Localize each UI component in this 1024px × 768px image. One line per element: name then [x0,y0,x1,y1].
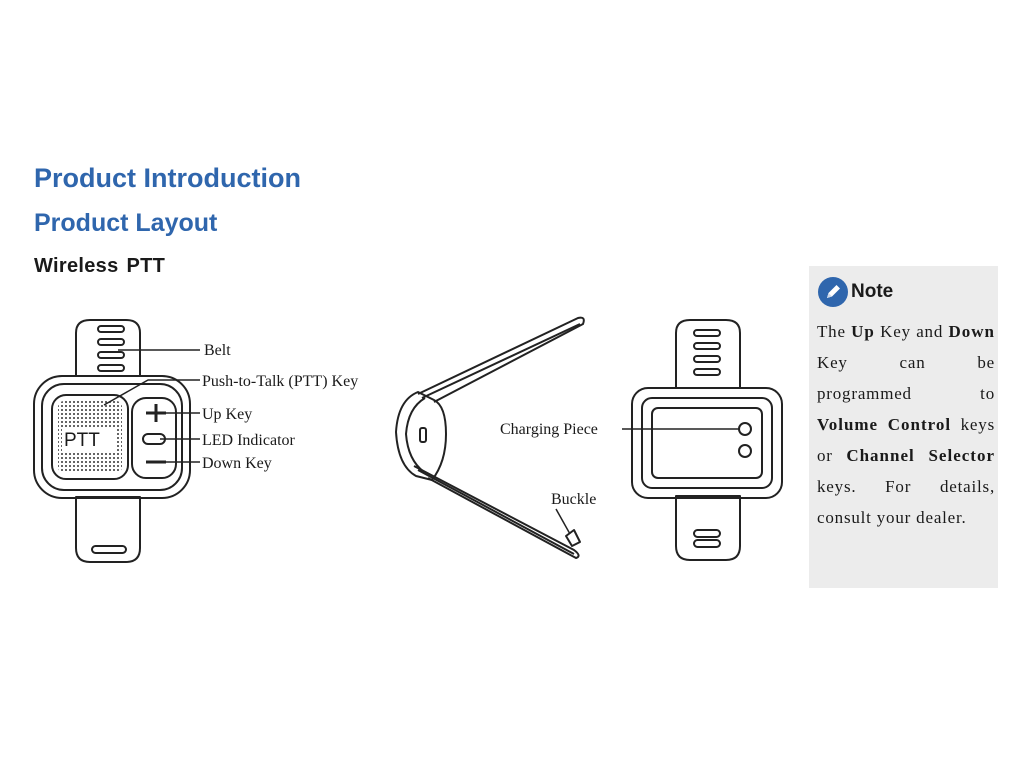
upper-strap [417,316,585,403]
note-box: Note The Up Key and Down Key can be prog… [809,266,998,588]
side-view [395,316,585,559]
page-title: Product Introduction [34,163,301,193]
device-name: Wireless PTT [34,255,165,278]
callout-belt: Belt [204,342,231,359]
callout-buckle: Buckle [551,491,596,508]
charging-contact-top [738,422,752,436]
belt-slot [693,329,721,337]
note-text-run: Key and [874,322,949,341]
callout-led-indicator: LED Indicator [202,432,296,449]
back-view [622,319,783,561]
section-subtitle: Product Layout [34,209,218,237]
lower-strap-inner [417,469,575,555]
device-side [395,391,447,481]
device-side-inner [405,397,426,473]
front-view [33,319,200,563]
buckle [565,529,581,547]
belt-slot [693,342,721,350]
lower-strap [413,465,580,559]
device-name-part: Wireless [34,255,119,277]
belt-slot [693,368,721,376]
callout-down-key: Down Key [202,455,272,472]
note-key-term: Up [851,322,875,341]
note-header: Note [817,276,995,308]
charging-panel [651,407,763,479]
device-face [41,383,183,491]
back-plate [641,397,773,489]
callout-up-key: Up Key [202,406,252,423]
charging-contact [419,427,427,443]
ptt-label-backing [62,427,116,451]
belt-slot [693,355,721,363]
callout-charging-piece: Charging Piece [500,421,598,438]
belt-slot [97,325,125,333]
callout-ptt-key: Push-to-Talk (PTT) Key [202,373,358,390]
ptt-key [51,394,129,480]
note-text-run: keys or [817,415,995,465]
volume-key-panel [131,397,177,479]
callout-line [555,508,571,535]
belt-slot [97,351,125,359]
note-text: The Up Key and Down Key can be programme… [817,316,995,533]
ptt-key-label: PTT [64,430,100,451]
belt-slot [693,529,721,538]
belt-slot [97,338,125,346]
charging-contact-bottom [738,444,752,458]
note-text-run: The [817,322,852,341]
belt-slot [693,539,721,548]
device-name-part: PTT [126,255,166,277]
note-key-term: Volume Control [817,415,952,434]
note-text-run: Key can be programmed to [817,353,995,403]
upper-strap-inner [421,323,581,399]
callout-line [103,379,200,406]
device-body [33,375,191,499]
note-key-term: Down [948,322,995,341]
belt-strap [75,319,141,563]
note-text-run: keys. For details, consult your dealer. [817,477,995,527]
back-belt-strap [675,319,741,561]
note-title: Note [851,281,894,302]
belt-slot [97,364,125,372]
note-key-term: Channel Selector [846,446,995,465]
pencil-icon [818,277,848,307]
belt-slot [91,545,127,554]
back-body [631,387,783,499]
